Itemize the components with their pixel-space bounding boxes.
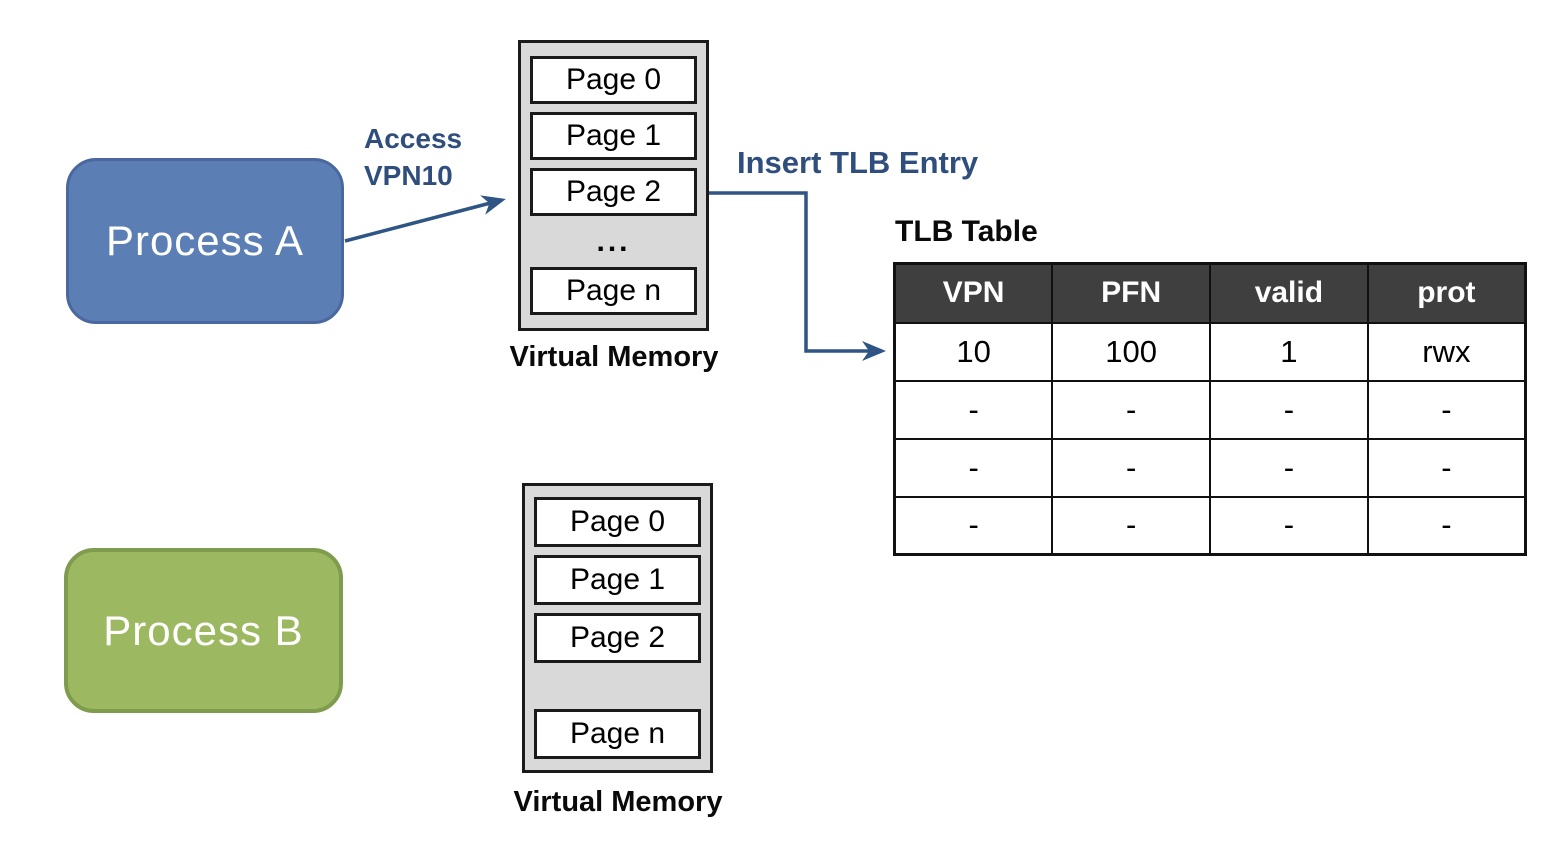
memory-b-page-n: Page n [534,709,701,759]
tlb-cell-2-3: - [1366,437,1527,498]
memory-a-box: Page 0 Page 1 Page 2 ... Page n [518,40,709,331]
tlb-cell-1-3: - [1366,379,1527,440]
memory-b-box: Page 0 Page 1 Page 2 Page n [522,483,713,773]
memory-b-page-0: Page 0 [534,497,701,547]
tlb-cell-2-1: - [1051,437,1211,498]
tlb-header-prot: prot [1366,262,1527,324]
table-row: - - - - [893,495,1527,556]
tlb-cell-2-0: - [893,437,1054,498]
access-arrow [344,195,506,243]
tlb-cell-3-1: - [1051,495,1211,556]
tlb-cell-2-2: - [1209,437,1369,498]
tlb-cell-1-1: - [1051,379,1211,440]
tlb-table-title: TLB Table [895,215,1038,248]
tlb-header-row: VPN PFN valid prot [893,262,1527,324]
tlb-cell-0-0: 10 [893,321,1054,382]
process-b-label: Process B [103,606,304,654]
tlb-cell-3-2: - [1209,495,1369,556]
memory-b-page-2: Page 2 [534,613,701,663]
memory-a-page-2: Page 2 [530,168,697,216]
memory-b-caption: Virtual Memory [513,786,723,818]
memory-b-page-1: Page 1 [534,555,701,605]
access-vpn-label-line1: Access [364,123,463,154]
memory-a-page-0: Page 0 [530,56,697,104]
table-row: - - - - [893,379,1527,440]
insert-tlb-entry-label: Insert TLB Entry [737,145,979,180]
process-b-box: Process B [64,548,343,713]
memory-a-ellipsis: ... [596,224,631,258]
tlb-cell-1-2: - [1209,379,1369,440]
tlb-cell-1-0: - [893,379,1054,440]
process-a-label: Process A [105,217,305,264]
tlb-header-vpn: VPN [893,262,1054,324]
tlb-header-valid: valid [1209,262,1369,324]
tlb-cell-3-3: - [1366,495,1527,556]
tlb-cell-3-0: - [893,495,1054,556]
tlb-table: VPN PFN valid prot 10 100 1 rwx - - - - … [893,262,1527,556]
memory-a-caption: Virtual Memory [509,341,719,373]
access-vpn-label: Access VPN10 [364,120,462,194]
tlb-cell-0-2: 1 [1209,321,1369,382]
table-row: 10 100 1 rwx [893,321,1527,382]
tlb-header-pfn: PFN [1051,262,1211,324]
process-a-box: Process A [66,158,344,324]
memory-a-page-1: Page 1 [530,112,697,160]
memory-a-page-n: Page n [530,267,697,315]
tlb-cell-0-1: 100 [1051,321,1211,382]
tlb-cell-0-3: rwx [1366,321,1527,382]
access-vpn-label-line2: VPN10 [364,160,453,191]
insert-arrow [709,191,886,361]
memory-b-gap [534,671,701,701]
table-row: - - - - [893,437,1527,498]
